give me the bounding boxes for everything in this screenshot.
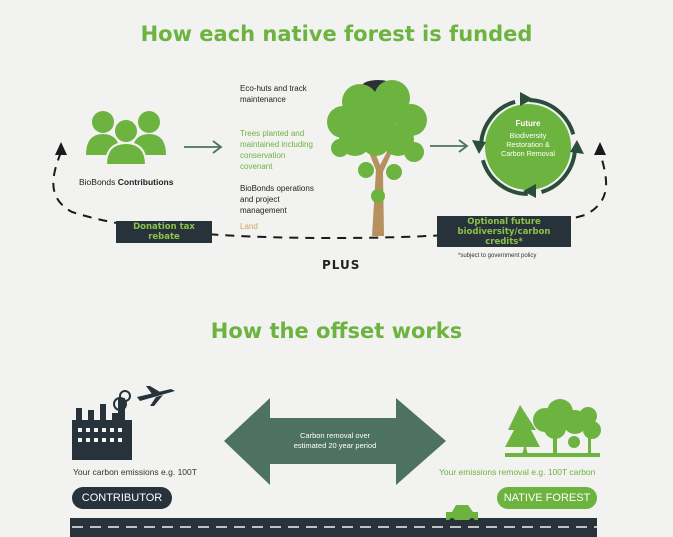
contributions-text: Contributions <box>117 177 174 187</box>
double-arrow-icon <box>224 398 446 485</box>
road-icon <box>70 518 597 537</box>
forest-icon <box>505 399 601 457</box>
native-forest-pill: NATIVE FOREST <box>497 487 597 509</box>
people-icon <box>86 111 166 166</box>
donation-tax-rebate-box: Donation tax rebate <box>116 221 212 243</box>
emissions-text: Your carbon emissions e.g. 100T <box>73 467 197 477</box>
section-title-funding: How each native forest is funded <box>140 22 533 46</box>
right-arrow-icon <box>184 140 223 154</box>
airplane-icon <box>137 386 175 406</box>
funding-item-eco-huts: Eco-huts and track maintenance <box>240 84 307 104</box>
funding-item-trees-planted: Trees planted and maintained including c… <box>240 129 313 171</box>
footnote-text: *subject to government policy <box>458 253 537 259</box>
loop-arrowhead-left-icon <box>55 142 67 155</box>
factory-icon <box>72 390 132 460</box>
future-title: Future <box>515 119 541 128</box>
right-arrow-icon <box>430 139 469 153</box>
tree-icon <box>327 80 427 236</box>
biobonds-contributions-label: BioBonds Contributions <box>79 177 173 187</box>
funding-item-land: Land <box>240 222 258 231</box>
loop-arrowhead-right-icon <box>594 142 606 155</box>
optional-credits-box: Optional future biodiversity/carbon cred… <box>437 216 571 247</box>
plus-label: PLUS <box>322 258 361 272</box>
contributor-pill: CONTRIBUTOR <box>72 487 172 509</box>
biobonds-brand-text: BioBonds <box>79 177 116 187</box>
removal-text: Your emissions removal e.g. 100T carbon <box>439 467 596 477</box>
carbon-removal-arrow-text: Carbon removal over estimated 20 year pe… <box>293 431 377 450</box>
dashed-flow-loop <box>52 151 607 240</box>
cycle-arrows-icon <box>472 92 584 198</box>
funding-item-operations: BioBonds operations and project manageme… <box>240 184 314 215</box>
future-text: Biodiversity Restoration & Carbon Remova… <box>501 131 555 158</box>
section-title-offset: How the offset works <box>210 319 463 343</box>
car-icon <box>446 505 478 524</box>
